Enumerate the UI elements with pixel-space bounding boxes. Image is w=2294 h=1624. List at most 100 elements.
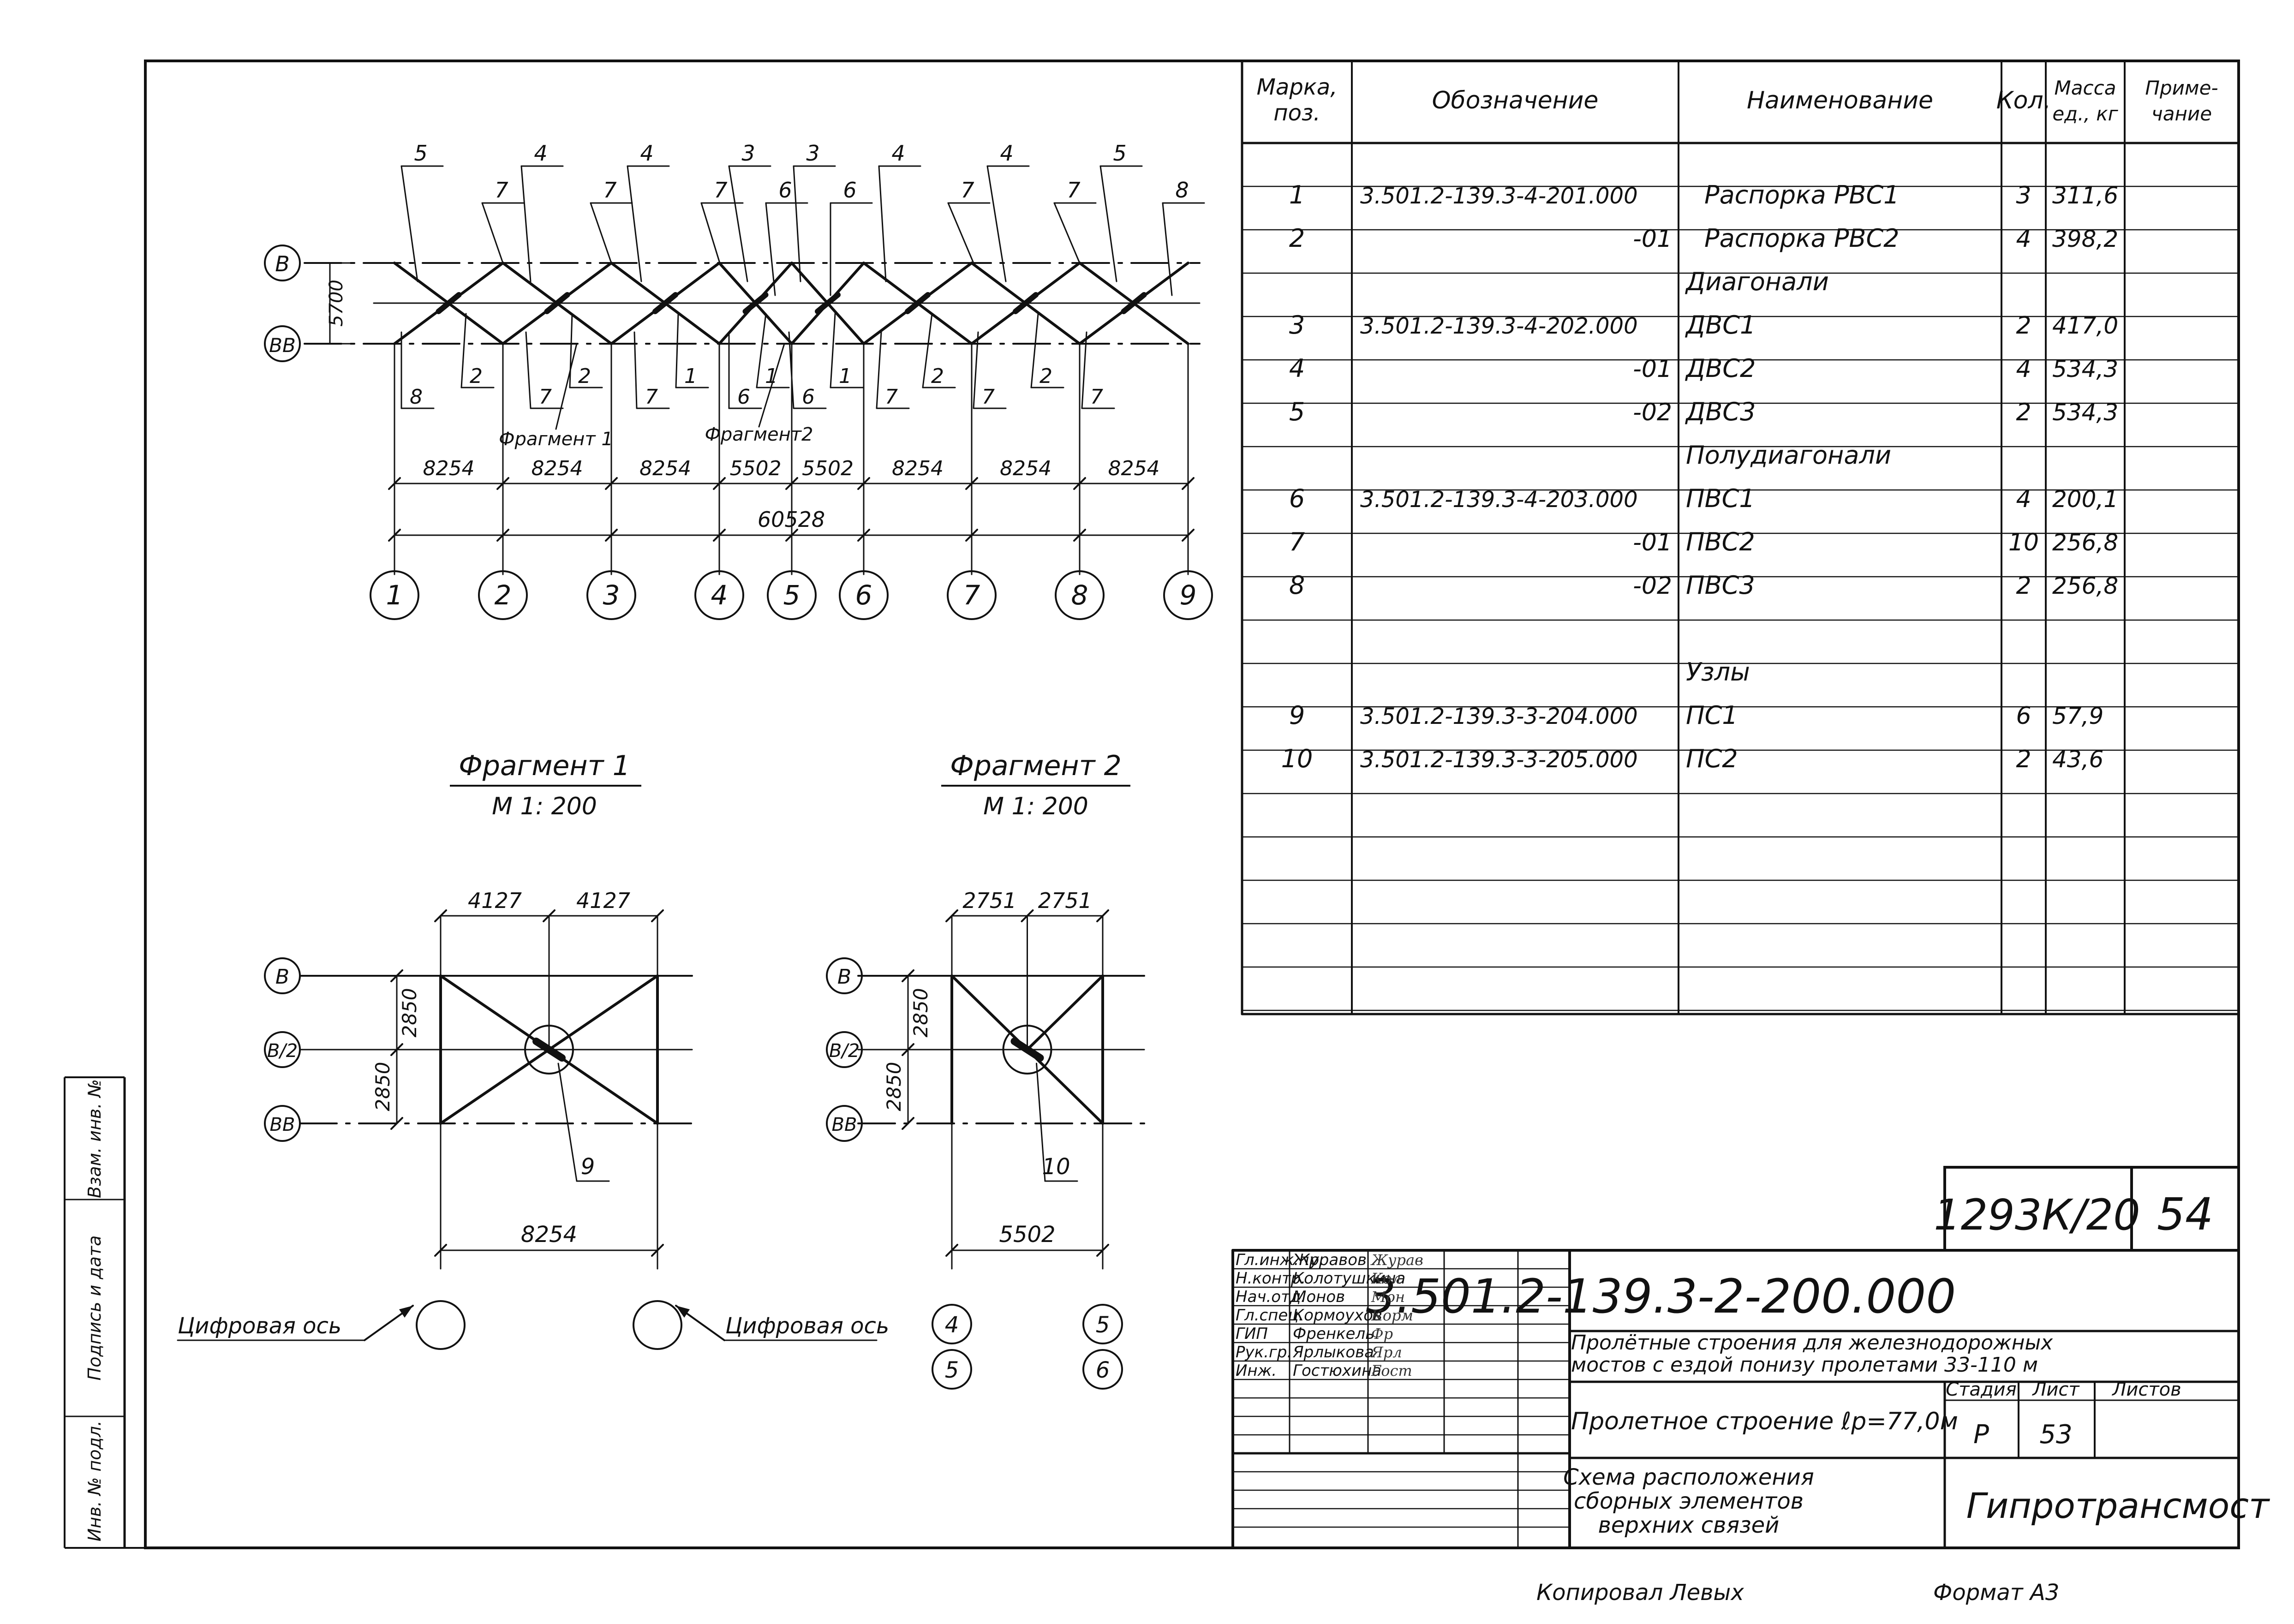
callout-number: 5 xyxy=(1113,141,1126,166)
right-axis-label-top: 5 xyxy=(1096,1312,1110,1338)
drawing-title-1: Схема расположения xyxy=(1563,1464,1814,1490)
callout-number: 2 xyxy=(578,364,591,388)
row-qty: 2 xyxy=(2016,746,2031,773)
column-axis-label: 1 xyxy=(386,579,403,611)
node-mark xyxy=(532,1038,566,1062)
top-dim-value: 4127 xyxy=(468,888,522,913)
dim-tick xyxy=(1021,909,1034,922)
column-axis-label: 5 xyxy=(783,579,801,611)
staff-name: Монов xyxy=(1293,1288,1345,1306)
staff-role: Гл.инж.пр. xyxy=(1236,1251,1324,1269)
row-qty: 10 xyxy=(2008,529,2039,556)
dim-tick xyxy=(785,529,798,542)
row-axis-b-bubble xyxy=(264,245,301,281)
node-callout-number: 9 xyxy=(581,1154,595,1180)
column-axis-bubble xyxy=(1055,570,1105,620)
footer-copied: Копировал Левых xyxy=(1536,1580,1744,1606)
node-circle xyxy=(524,1025,574,1075)
staff-role: Рук.гр. xyxy=(1236,1343,1292,1361)
dim-tick xyxy=(434,909,447,922)
drawing-title-3: верхних связей xyxy=(1598,1512,1780,1538)
row-pos: 6 xyxy=(1289,484,1305,513)
column-axis-label: 6 xyxy=(855,579,872,611)
axis-bubble-bb xyxy=(826,1105,863,1142)
table-row: Полудиагонали xyxy=(1686,441,1891,470)
left-axis-bubble-top xyxy=(932,1304,972,1344)
row-axis-b-label: В xyxy=(275,251,290,276)
row-pos: 8 xyxy=(1289,571,1305,600)
row-mass: 256,8 xyxy=(2052,573,2118,599)
callout-number: 3 xyxy=(741,141,755,166)
header-code: Обозначение xyxy=(1432,87,1599,114)
staff-name: Колотушкина xyxy=(1293,1269,1405,1288)
row-pos: 3 xyxy=(1289,310,1305,340)
callout-leader xyxy=(756,313,767,388)
row-mass: 417,0 xyxy=(2052,312,2118,339)
callout-leader xyxy=(1162,202,1173,296)
node-mark xyxy=(742,292,769,314)
top-dim-value: 2751 xyxy=(962,888,1016,913)
fragment-2-ref-label: Фрагмент2 xyxy=(705,424,813,445)
dim-tick xyxy=(785,477,798,490)
column-axis-label: 7 xyxy=(963,579,980,611)
dim-tick xyxy=(945,909,958,922)
axis-bubble-b2 xyxy=(264,1031,301,1068)
main-scheme-geometry xyxy=(264,165,1213,620)
row-mass: 398,2 xyxy=(2052,226,2118,252)
arrow-head xyxy=(399,1306,413,1318)
dim-tick xyxy=(902,1117,914,1130)
row-name: Распорка РВС1 xyxy=(1704,180,1900,209)
numeric-axis-note-right: Цифровая ось xyxy=(725,1313,889,1339)
callout-number: 7 xyxy=(645,385,658,409)
callout-number: 2 xyxy=(931,364,944,388)
fragment-1-title: Фрагмент 1 xyxy=(459,750,630,782)
side-stamp-inv-podl: Инв. № подл. xyxy=(84,1421,105,1541)
callout-number: 5 xyxy=(414,141,427,166)
staff-name: Кормоухов xyxy=(1293,1306,1382,1325)
span-dim-value: 8254 xyxy=(1108,457,1160,480)
row-qty: 6 xyxy=(2016,702,2031,730)
axis-label-bb: ВВ xyxy=(270,1114,295,1135)
side-stamp-vzam: Взам. инв. № xyxy=(84,1079,105,1198)
staff-role: Н.контр. xyxy=(1236,1269,1306,1288)
row-qty: 4 xyxy=(2016,355,2031,383)
column-axis-label: 8 xyxy=(1071,579,1088,611)
node-mark xyxy=(815,292,841,314)
dim-tick xyxy=(390,969,403,982)
part-title: Пролетное строение ℓр=77,0м xyxy=(1571,1408,1958,1435)
organization: Гипротрансмост xyxy=(1966,1485,2270,1526)
dim-tick xyxy=(1182,529,1195,542)
callout-number: 6 xyxy=(737,385,750,409)
node-callout-leader xyxy=(557,1063,578,1182)
side-dim-value: 2850 xyxy=(371,1062,394,1111)
title-block: 1293К/20 54 3.501.2-139.3-2-200.000 Прол… xyxy=(1231,1166,2270,1549)
callout-leader xyxy=(728,165,748,282)
callout-number: 1 xyxy=(765,364,778,388)
row-name: ДВС2 xyxy=(1685,354,1756,383)
column-axis-bubble xyxy=(839,570,889,620)
row-qty: 4 xyxy=(2016,485,2031,513)
staff-role: Инж. xyxy=(1236,1361,1277,1380)
callout-leader xyxy=(525,331,532,409)
staff-signature: Гост xyxy=(1371,1362,1412,1379)
callout-leader xyxy=(675,313,679,388)
callout-leader xyxy=(590,202,612,264)
callout-number: 6 xyxy=(802,385,815,409)
callout-number: 1 xyxy=(684,364,697,388)
row-pos: 1 xyxy=(1289,180,1305,209)
row-code: -01 xyxy=(1633,225,1672,253)
column-axis-label: 2 xyxy=(495,579,512,611)
row-name: ПВС3 xyxy=(1686,571,1755,600)
callout-leader xyxy=(400,165,418,282)
callout-leader xyxy=(481,202,504,264)
fragment-ref-leader xyxy=(758,343,785,428)
staff-signature: Ярл xyxy=(1370,1343,1402,1361)
callout-number: 4 xyxy=(891,141,905,166)
row-qty: 2 xyxy=(2016,399,2031,426)
